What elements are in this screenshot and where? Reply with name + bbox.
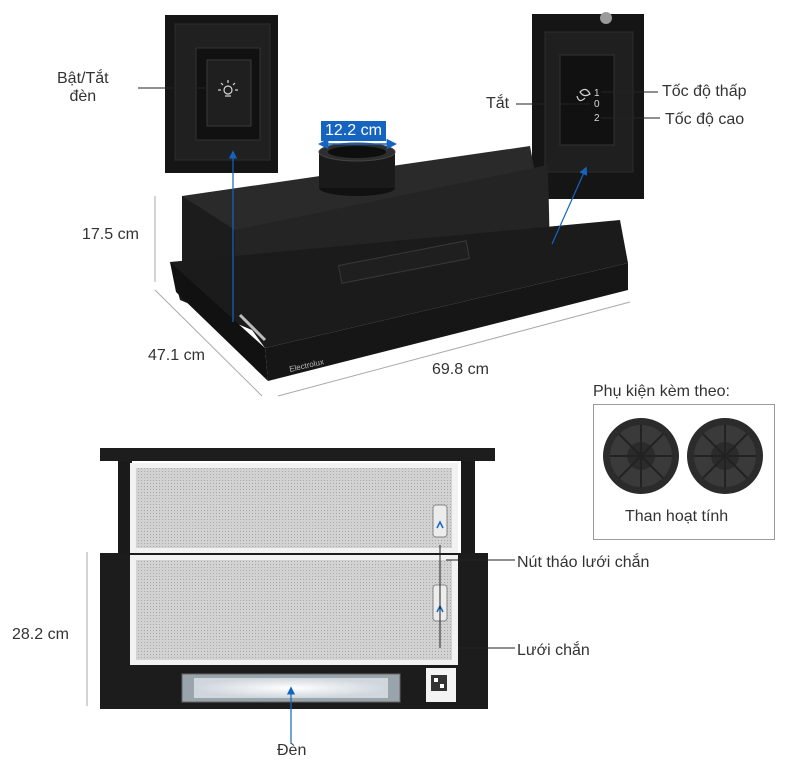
duct-diameter-label: 12.2 cm — [321, 121, 386, 141]
lamp-label: Đèn — [277, 742, 307, 759]
fan-switch-inset: 1 0 2 — [532, 12, 644, 199]
filter-mesh-label: Lưới chắn — [517, 642, 590, 659]
width-dimension — [277, 301, 631, 397]
light-switch-inset — [165, 15, 278, 173]
filter-release-label: Nút tháo lưới chắn — [517, 554, 650, 571]
low-speed-label: Tốc độ thấp — [662, 83, 747, 100]
hood-front-view — [100, 448, 495, 709]
off-label: Tắt — [486, 95, 510, 112]
front-height-label: 28.2 cm — [12, 626, 69, 643]
fan-switch-pointer — [551, 166, 588, 245]
depth-label: 47.1 cm — [148, 347, 205, 364]
high-speed-label: Tốc độ cao — [665, 111, 745, 128]
depth-dimension — [154, 289, 263, 397]
light-bulb-icon — [218, 80, 238, 97]
fan-icon — [576, 88, 591, 102]
width-label: 69.8 cm — [432, 361, 489, 378]
filter-mesh-lower — [136, 560, 452, 660]
height-label: 17.5 cm — [82, 226, 139, 243]
switch-mark-off: 0 — [594, 99, 600, 110]
carbon-filter-label: Than hoạt tính — [625, 508, 729, 525]
accessories-title: Phụ kiện kèm theo: — [593, 383, 730, 400]
filter-mesh-upper — [136, 468, 452, 548]
carbon-filters — [603, 418, 763, 494]
switch-mark-low: 1 — [594, 88, 600, 99]
light-toggle-label: Bật/Tắt đèn — [57, 70, 109, 106]
switch-mark-high: 2 — [594, 113, 600, 124]
hood-3d-view: Electrolux — [170, 142, 628, 381]
